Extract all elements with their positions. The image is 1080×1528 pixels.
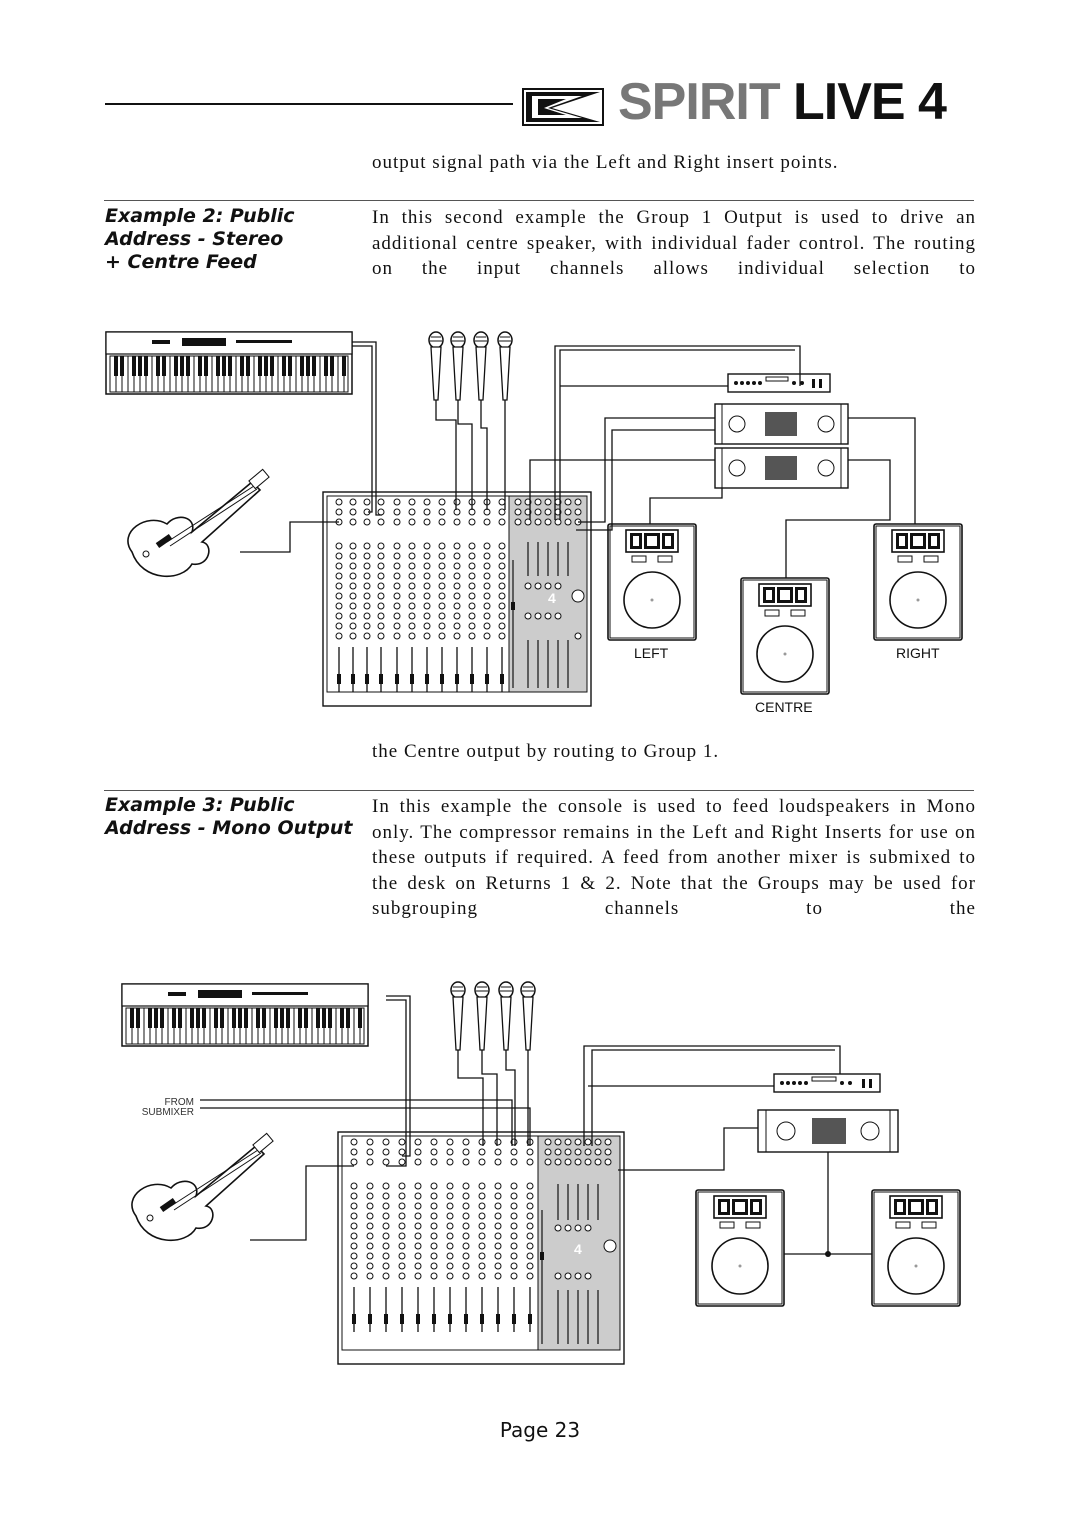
example3-paragraph: In this example the console is used to f… — [372, 796, 976, 919]
example3-diagram: FROM SUBMIXER 4 — [100, 970, 980, 1370]
spirit-flag-logo-icon — [522, 88, 604, 126]
example2-closing-paragraph: the Centre output by routing to Group 1. — [372, 741, 720, 762]
page-number: Page 23 — [499, 1418, 581, 1442]
example2-paragraph: In this second example the Group 1 Outpu… — [372, 207, 976, 279]
intro-paragraph: output signal path via the Left and Righ… — [372, 152, 839, 173]
mixer-badge-2: 4 — [574, 1241, 582, 1257]
brand-live: LIVE 4 — [793, 73, 947, 131]
section-divider — [104, 200, 974, 201]
section-divider-2 — [104, 790, 974, 791]
header-rule — [105, 103, 513, 105]
example2-diagram: 4 LEFT RIGHT CENTRE — [100, 320, 980, 720]
label-submixer: SUBMIXER — [142, 1107, 194, 1118]
brand-spirit: SPIRIT — [618, 73, 781, 131]
brand-logo-text: SPIRIT LIVE 4 — [618, 72, 947, 132]
label-centre: CENTRE — [755, 699, 813, 715]
example3-heading: Example 3: Public Address - Mono Output — [105, 794, 353, 839]
label-left: LEFT — [634, 645, 669, 661]
label-from: FROM — [165, 1097, 194, 1108]
label-right: RIGHT — [896, 645, 940, 661]
mixer-badge-1: 4 — [548, 590, 556, 606]
example2-heading: Example 2: Public Address - Stereo + Cen… — [105, 205, 295, 273]
